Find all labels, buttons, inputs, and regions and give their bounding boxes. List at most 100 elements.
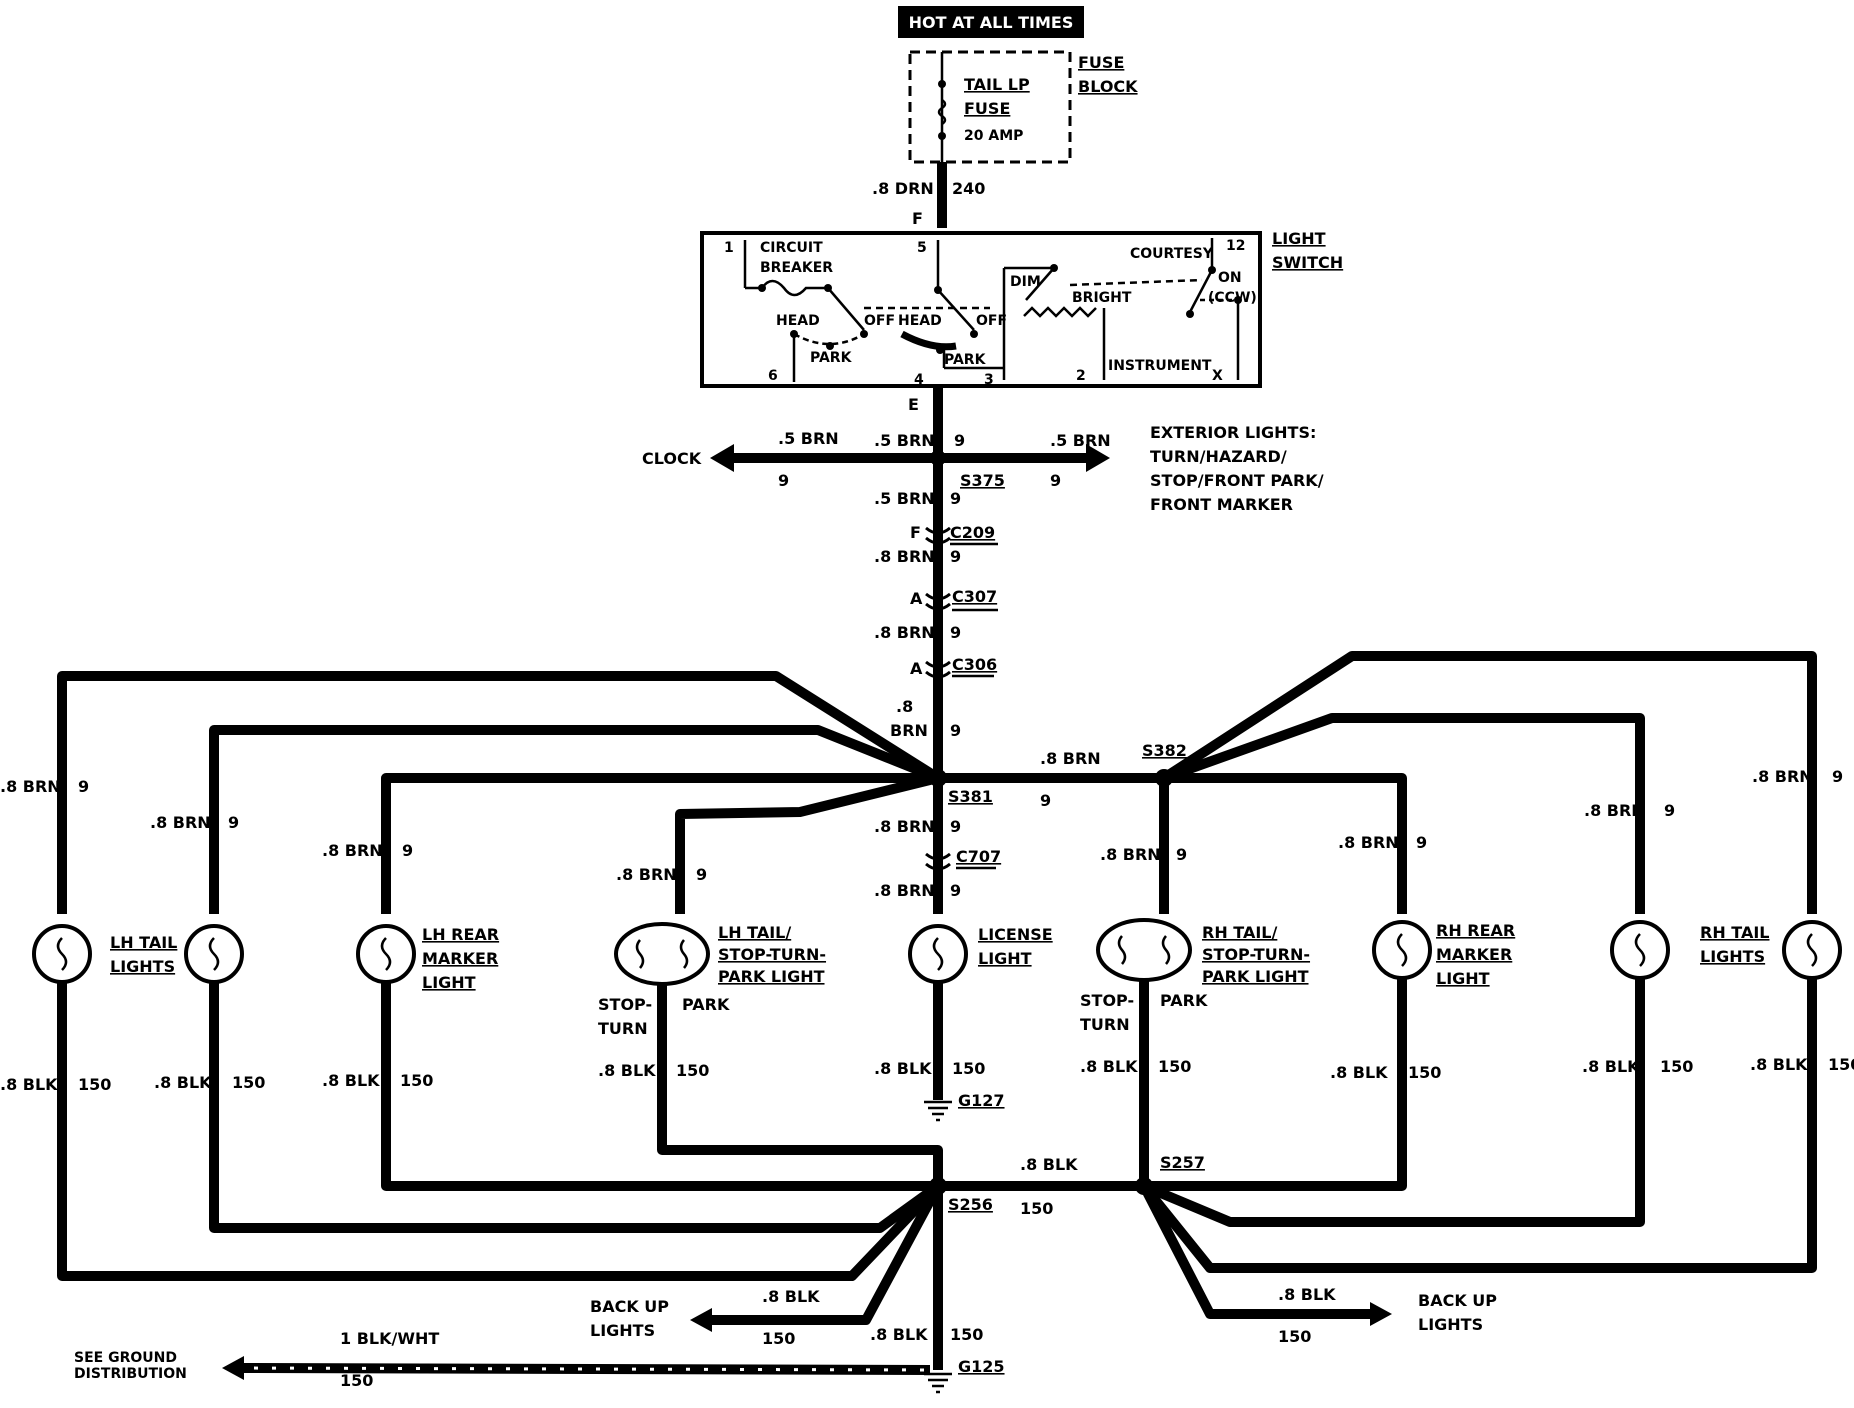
seg3-wire-size: .8 BRN [874, 623, 935, 642]
feed-wire-rh-marker [1164, 773, 1407, 914]
c307-pin: A [910, 589, 923, 608]
lh-stop-label-line3: PARK LIGHT [718, 967, 825, 986]
gnd-wire-lh-marker [381, 982, 938, 1191]
connector-c306: A C306 [910, 655, 997, 679]
lh-tail-2-feed-size: .8 BRN [150, 813, 211, 832]
c707-label: C707 [956, 847, 1001, 866]
seg1-wire-size: .5 BRN [874, 489, 935, 508]
lamp-rh-rear-marker [1372, 920, 1432, 980]
hot-at-all-times-label: HOT AT ALL TIMES [909, 13, 1074, 32]
pin-3-label: 3 [984, 372, 994, 388]
rh-marker-gnd-circuit: 150 [1408, 1063, 1441, 1082]
lh-stop-turn-line1: STOP- [598, 995, 652, 1014]
backup-left-line1: BACK UP [590, 1297, 669, 1316]
connector-c209: F C209 [910, 523, 998, 546]
ground-g125-symbol [924, 1372, 952, 1394]
lh-marker-feed-size: .8 BRN [322, 841, 383, 860]
seg3-wire-circuit: 9 [950, 623, 961, 642]
splice-s375 [930, 450, 946, 466]
rh-stop-label-line1: RH TAIL/ [1202, 923, 1277, 942]
fuse-name-line2: FUSE [964, 99, 1010, 118]
exterior-wire-circuit: 9 [1050, 471, 1061, 490]
off-label-1: OFF [864, 313, 895, 329]
gnd-wire-lh-stop [657, 984, 943, 1186]
circuit-breaker-line2: BREAKER [760, 260, 833, 276]
light-switch-title-line1: LIGHT [1272, 229, 1326, 248]
rh-tail-label-line1: RH TAIL [1700, 923, 1769, 942]
feed-wire-lh-tail-2 [209, 725, 940, 914]
gnd-wire-rh-tail-1 [1140, 978, 1817, 1273]
feed-wire-lh-marker [381, 773, 938, 914]
park-label-2: PARK [944, 352, 987, 368]
lh-stop-label-line1: LH TAIL/ [718, 923, 791, 942]
off-label-2: OFF [976, 313, 1007, 329]
seg6-wire-size: .8 BRN [874, 881, 935, 900]
fuse-rating: 20 AMP [964, 128, 1023, 144]
ground-distribution-wire-size: 1 BLK/WHT [340, 1329, 439, 1348]
rh-stop-feed-circuit: 9 [1176, 845, 1187, 864]
ground-distribution-line2: DISTRIBUTION [74, 1366, 187, 1382]
lh-stop-turn-line2: TURN [598, 1019, 648, 1038]
pin-1-label: 1 [724, 240, 734, 256]
circuit-breaker-line1: CIRCUIT [760, 240, 823, 256]
hot-at-all-times-box: HOT AT ALL TIMES [898, 6, 1084, 38]
rh-stop-turn-line1: STOP- [1080, 991, 1134, 1010]
lh-marker-gnd-circuit: 150 [400, 1071, 433, 1090]
gnd-wire-lh-tail-2 [209, 982, 941, 1233]
ground-distribution-wire [235, 1363, 931, 1375]
bright-label: BRIGHT [1072, 290, 1132, 306]
connector-e-label: E [908, 395, 919, 414]
lamp-rh-tail-1 [1782, 920, 1842, 980]
connector-c707: C707 [925, 847, 1001, 871]
ground-g127-symbol [924, 1100, 952, 1122]
feed-wire-rh-tail-1 [1161, 651, 1817, 914]
rh-marker-label-line2: MARKER [1436, 945, 1512, 964]
seg6-wire-circuit: 9 [950, 881, 961, 900]
seg1-wire-circuit: 9 [950, 489, 961, 508]
lh-tail-1-feed-circuit: 9 [78, 777, 89, 796]
backup-right-wire [1139, 1183, 1378, 1319]
head-label-2: HEAD [898, 313, 942, 329]
s375-wire-size: .5 BRN [874, 431, 935, 450]
seg5-wire-size: .8 BRN [874, 817, 935, 836]
rh-tail-1-feed-size: .8 BRN [1752, 767, 1813, 786]
rh-marker-label-line3: LIGHT [1436, 969, 1490, 988]
g125-wire-size: .8 BLK [870, 1325, 928, 1344]
c306-pin: A [910, 659, 923, 678]
fuse-block-label-line1: FUSE [1078, 53, 1124, 72]
light-switch-title-line2: SWITCH [1272, 253, 1343, 272]
lh-tail-1-feed-size: .8 BRN [0, 777, 61, 796]
lh-marker-label-line1: LH REAR [422, 925, 499, 944]
seg2-wire-size: .8 BRN [874, 547, 935, 566]
feed-wire-rh-tail-2 [1162, 713, 1645, 914]
lh-tail-2-gnd-size: .8 BLK [154, 1073, 212, 1092]
c307-label: C307 [952, 587, 997, 606]
clock-wire-size: .5 BRN [778, 429, 839, 448]
pin-12-label: 12 [1226, 238, 1245, 254]
c306-label: C306 [952, 655, 997, 674]
head-label-1: HEAD [776, 313, 820, 329]
rh-tail-2-gnd-size: .8 BLK [1582, 1057, 1640, 1076]
feed-wire-lh-tail-1 [57, 671, 941, 914]
fuse-block-label-line2: BLOCK [1078, 77, 1138, 96]
rh-stop-gnd-size: .8 BLK [1080, 1057, 1138, 1076]
backup-left-line2: LIGHTS [590, 1321, 655, 1340]
rh-tail-1-gnd-circuit: 150 [1828, 1055, 1854, 1074]
lamp-rh-stop-turn-park [1096, 918, 1192, 982]
rh-stop-label-line2: STOP-TURN- [1202, 945, 1310, 964]
g125-wire-circuit: 150 [950, 1325, 983, 1344]
lh-marker-label-line3: LIGHT [422, 973, 476, 992]
backup-right-line2: LIGHTS [1418, 1315, 1483, 1334]
exterior-lights-line3: STOP/FRONT PARK/ [1150, 471, 1324, 490]
seg4-wire-size-line1: .8 [896, 697, 913, 716]
s256-s257-wire-size: .8 BLK [1020, 1155, 1078, 1174]
rh-tail-2-feed-circuit: 9 [1664, 801, 1675, 820]
lamp-lh-stop-turn-park [614, 922, 710, 986]
rh-marker-gnd-size: .8 BLK [1330, 1063, 1388, 1082]
rh-tail-2-gnd-circuit: 150 [1660, 1057, 1693, 1076]
seg2-wire-circuit: 9 [950, 547, 961, 566]
feed-wire-circuit: 240 [952, 179, 985, 198]
s257-label: S257 [1160, 1153, 1205, 1172]
lh-stop-feed-circuit: 9 [696, 865, 707, 884]
rh-stop-feed-size: .8 BRN [1100, 845, 1161, 864]
